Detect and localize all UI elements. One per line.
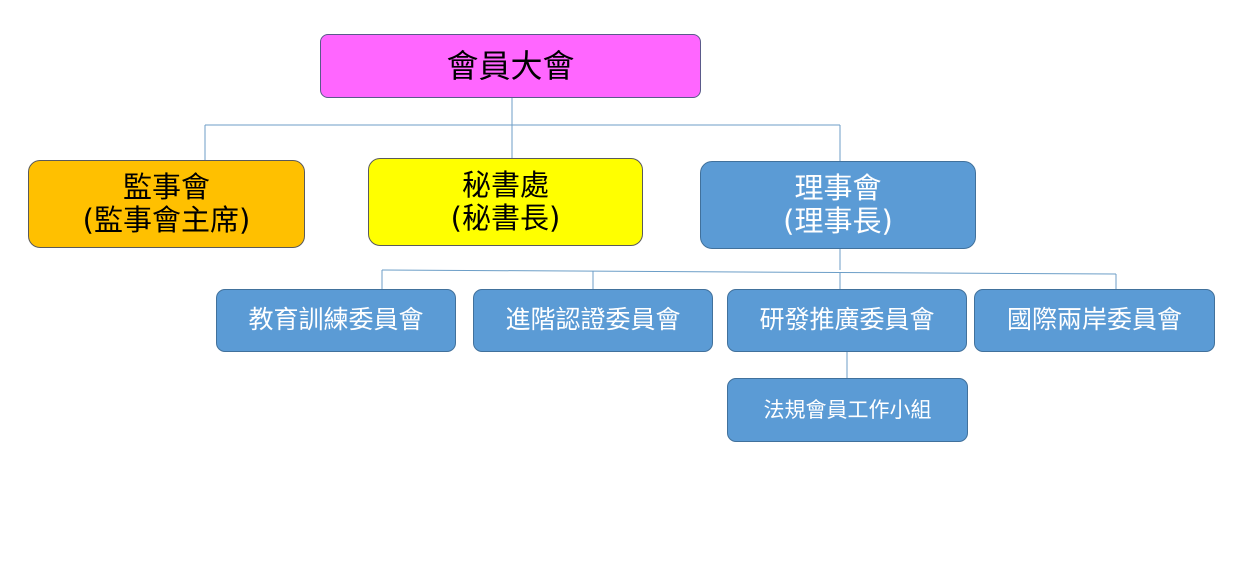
committee-node: 研發推廣委員會: [727, 289, 967, 352]
supervisors-title: 監事會: [122, 169, 210, 204]
board-title: 理事會: [794, 170, 882, 205]
general-assembly-node: 會員大會: [320, 34, 701, 98]
committee-label: 教育訓練委員會: [248, 305, 424, 335]
secretariat-node: 秘書處 (秘書長): [368, 158, 643, 246]
committee-node: 國際兩岸委員會: [974, 289, 1215, 352]
supervisors-subtitle: (監事會主席): [82, 203, 251, 237]
secretariat-subtitle: (秘書長): [450, 201, 561, 235]
secretariat-title: 秘書處: [461, 167, 549, 202]
committee-node: 教育訓練委員會: [216, 289, 456, 352]
board-subtitle: (理事長): [783, 204, 893, 238]
general-assembly-label: 會員大會: [446, 46, 575, 85]
board-node: 理事會 (理事長): [700, 161, 976, 249]
committee-label: 研發推廣委員會: [759, 305, 935, 335]
committee-node: 進階認證委員會: [473, 289, 713, 352]
supervisors-node: 監事會 (監事會主席): [28, 160, 305, 248]
committee-label: 進階認證委員會: [505, 305, 681, 335]
subgroup-label: 法規會員工作小組: [763, 397, 932, 422]
committee-label: 國際兩岸委員會: [1006, 305, 1182, 335]
subgroup-node: 法規會員工作小組: [727, 378, 968, 442]
connector-committee-bus: [381, 269, 1117, 275]
